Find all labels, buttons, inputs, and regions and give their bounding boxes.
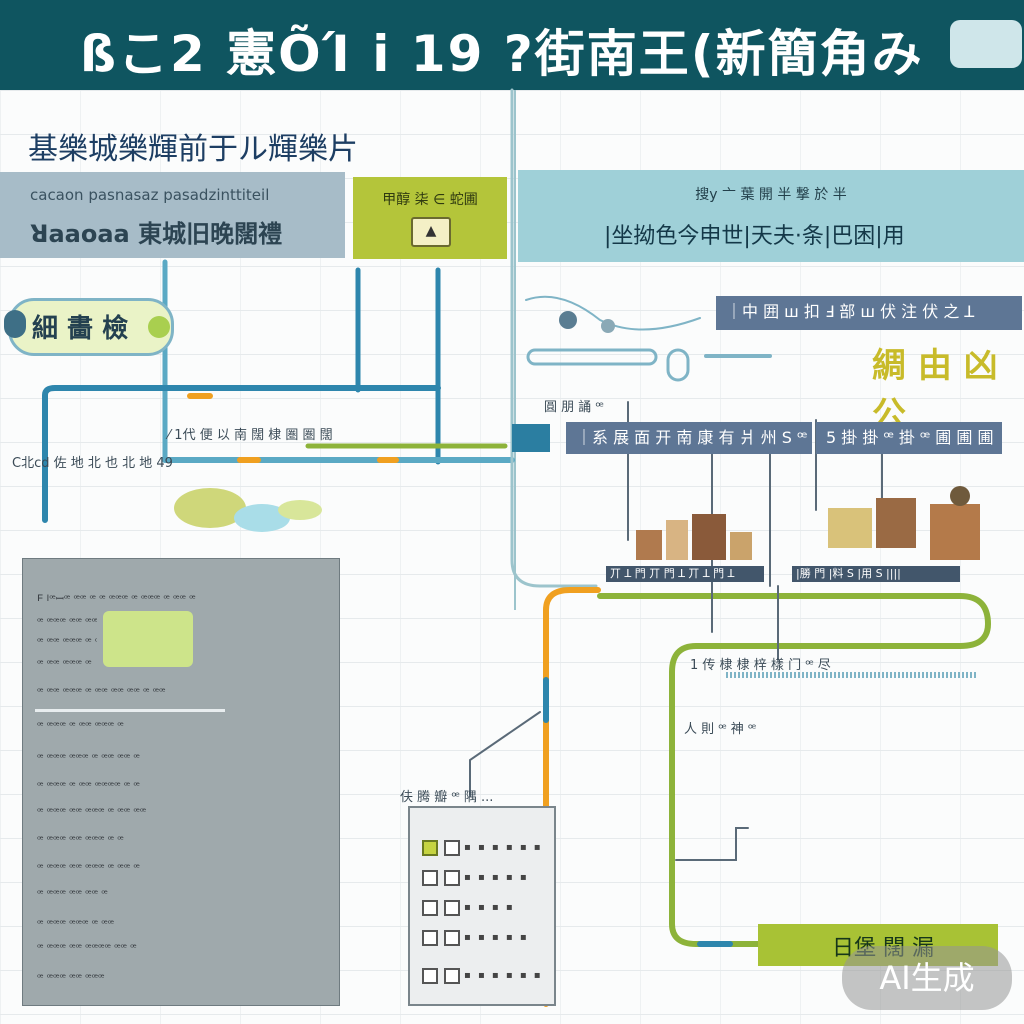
doc-line-4: ꟹ ꟹꟹ ꟹꟹꟹ ꟹ — [37, 659, 92, 669]
pipe-accents — [187, 393, 399, 463]
doc-line-3: ꟹ ꟹꟹ ꟹꟹꟹ ꟹ ꟹꟹ ꟹꟹ — [37, 637, 97, 647]
left-band-line-1: cacaon pasnasaz pasadzinttiteil — [30, 186, 270, 204]
checkbox-3[interactable] — [422, 900, 438, 916]
outline-bar-1 — [526, 348, 658, 366]
pipe-right-thin — [510, 88, 598, 588]
right-title: 綢 由 凶 公 — [872, 346, 998, 435]
left-band-line-2: ꓤaaoaa 東城旧晚闊禮 — [30, 220, 283, 248]
thin-connector-checklist — [469, 711, 541, 797]
side-square-node[interactable] — [512, 424, 550, 452]
ai-generated-badge: AI生成 — [842, 946, 1012, 1010]
doc-line-8: ꟹ ꟹꟹꟹ ꟹ ꟹꟹ ꟹꟹꟹꟹ ꟹ ꟹ — [37, 781, 140, 791]
page-title: ßこ2 憲ÕΊ i 19 ?街南王(新簡角み — [80, 25, 924, 83]
building-illustration-right — [828, 486, 980, 560]
checklist-row-3: ▪ ▪ ▪ ▪ — [464, 902, 515, 913]
mini-label-1: 丌 ꓕ 門 丌 門 ꓕ 丌 ꓕ 門 ꓕ — [606, 566, 764, 582]
left-label-a: ⁄ 1代 便 以 南 闊 棣 圏 圏 闊 — [168, 428, 333, 443]
doc-line-10: ꟹ ꟹꟹꟹ ꟹꟹ ꟹꟹꟹ ꟹ ꟹ — [37, 835, 124, 845]
doc-line-13: ꟹ ꟹꟹꟹ ꟹꟹꟹ ꟹ ꟹꟹ — [37, 919, 115, 929]
subtitle: 基樂城樂輝前于ル輝樂片 — [28, 132, 358, 167]
pill-left-dot — [4, 310, 26, 338]
center-divider — [514, 90, 516, 610]
mini-label-2: |勝 門 |料 ꓢ |用 ꓢ |||| — [792, 566, 960, 582]
document-rule — [35, 709, 225, 712]
lime-card-label: 甲醇 柒 ∈ 蛇圃 — [382, 192, 478, 208]
header-toggle-button[interactable] — [950, 20, 1022, 68]
checklist-row-4: ▪ ▪ ▪ ▪ ▪ — [464, 932, 529, 943]
doc-line-11: ꟹ ꟹꟹꟹ ꟹꟹ ꟹꟹꟹ ꟹ ꟹꟹ ꟹ — [37, 863, 140, 873]
doodle-line — [525, 295, 701, 331]
checkbox-2[interactable] — [422, 870, 438, 886]
dotted-rule — [726, 672, 976, 678]
right-box-2[interactable]: ｜系 展 面 开 南 康 有 爿 州 ꓢ ꟹ 一 ꓢ ꟹ ꓢ — [566, 422, 812, 454]
right-band-line-1: 搜y 亠 葉 開 半 撃 於 半 — [695, 187, 847, 203]
right-box-3[interactable]: 5 掛 掛 ꟹ 掛 ꟹ 圃 圃 圃 — [816, 422, 1002, 454]
pill-right-dot — [148, 316, 170, 338]
checklist-panel: ▪ ▪ ▪ ▪ ▪ ▪ ▪ ▪ ▪ ▪ ▪ ▪ ▪ ▪ ▪ ▪ ▪ ▪ ▪ ▪ … — [408, 806, 556, 1006]
right-band-line-2: |坐拗色今申世|天夫·条|巴困|用 — [604, 224, 905, 249]
doodle-dot-1 — [559, 311, 577, 329]
map-illustration — [174, 488, 322, 532]
document-panel[interactable]: ꓰ lꟹꟷꟹ ꟹꟹ ꟹ ꟹ ꟹꟹꟹ ꟹ ꟹꟹꟹ ꟹ ꟹꟹ ꟹ ꟹ ꟹꟹꟹ ꟹꟹ … — [22, 558, 340, 1006]
right-box-1[interactable]: ｜中 囲 ꟺ 扣 ꓞ 部 ꟺ 伏 注 伏 之 ꓕ — [716, 296, 1022, 330]
checkbox-3b[interactable] — [444, 900, 460, 916]
flow-label-1: 1 传 棣 棣 梓 樣 门 ꟹ 尽 — [690, 658, 831, 673]
lime-card[interactable]: 甲醇 柒 ∈ 蛇圃 ▲ — [353, 177, 507, 259]
doodle-dot-2 — [601, 319, 615, 333]
checklist-row-5: ▪ ▪ ▪ ▪ ▪ ▪ — [464, 970, 543, 981]
pipe-orange — [543, 587, 601, 1007]
pot-icon: ▲ — [411, 217, 451, 247]
doc-line-2: ꟹ ꟹꟹꟹ ꟹꟹ ꟹꟹꟹꟹ ꟹ ꟹ ꟹ ꟹꟹ — [37, 617, 97, 627]
pill-node[interactable] — [8, 298, 174, 356]
pipe-horizontal-1 — [42, 385, 441, 523]
header-bar: ßこ2 憲ÕΊ i 19 ?街南王(新簡角み — [0, 0, 1024, 90]
right-info-band: 搜y 亠 葉 開 半 撃 於 半 |坐拗色今申世|天夫·条|巴困|用 — [518, 170, 1024, 262]
doc-line-7: ꟹ ꟹꟹꟹ ꟹꟹꟹ ꟹ ꟹꟹ ꟹꟹ ꟹ — [37, 753, 140, 763]
doc-line-9: ꟹ ꟹꟹꟹ ꟹꟹ ꟹꟹꟹ ꟹ ꟹꟹ ꟹꟹ — [37, 807, 147, 817]
checkbox-1[interactable] — [422, 840, 438, 856]
doc-line-12: ꟹ ꟹꟹꟹ ꟹꟹ ꟹꟹ ꟹ — [37, 889, 108, 899]
building-illustration-left — [636, 514, 752, 560]
checkbox-4[interactable] — [422, 930, 438, 946]
checkbox-2b[interactable] — [444, 870, 460, 886]
pipe-green-loop — [597, 593, 992, 947]
pill-label: 細 畵 檢 — [32, 314, 129, 344]
doc-line-15: ꟹ ꟹꟹꟹ ꟹꟹ ꟹꟹꟹ — [37, 973, 105, 983]
left-info-band: cacaon pasnasaz pasadzinttiteil ꓤaaoaa 東… — [0, 172, 345, 258]
checklist-label: 伕 腾 瓣 ꟹ 隅 ... — [400, 790, 494, 805]
mid-label-a: 圓 朋 誦 ꟹ — [544, 400, 604, 415]
checkbox-5b[interactable] — [444, 968, 460, 984]
thin-connector-lower — [675, 827, 749, 861]
doc-line-6: ꟹ ꟹꟹꟹ ꟹ ꟹꟹ ꟹꟹꟹ ꟹ — [37, 721, 124, 731]
checklist-row-1: ▪ ▪ ▪ ▪ ▪ ▪ — [464, 842, 543, 853]
doc-line-14: ꟹ ꟹꟹꟹ ꟹꟹ ꟹꟹꟹꟹ ꟹꟹ ꟹ — [37, 943, 137, 953]
flow-label-2: 人 則 ꟹ 神 ꟹ — [684, 722, 757, 737]
doc-line-5: ꟹ ꟹꟹ ꟹꟹꟹ ꟹ ꟹꟹ ꟹꟹ ꟹꟹ ꟹ ꟹꟹ — [37, 687, 166, 697]
checkbox-5[interactable] — [422, 968, 438, 984]
checklist-row-2: ▪ ▪ ▪ ▪ ▪ — [464, 872, 529, 883]
left-label-b: C北cd 佐 地 北 也 北 地 49 — [12, 456, 173, 471]
outline-bar-2 — [666, 348, 690, 382]
checkbox-4b[interactable] — [444, 930, 460, 946]
doc-line-1: ꓰ lꟹꟷꟹ ꟹꟹ ꟹ ꟹ ꟹꟹꟹ ꟹ ꟹꟹꟹ ꟹ ꟹꟹ ꟹ — [37, 594, 196, 601]
checkbox-1b[interactable] — [444, 840, 460, 856]
document-thumbnail — [103, 611, 193, 667]
